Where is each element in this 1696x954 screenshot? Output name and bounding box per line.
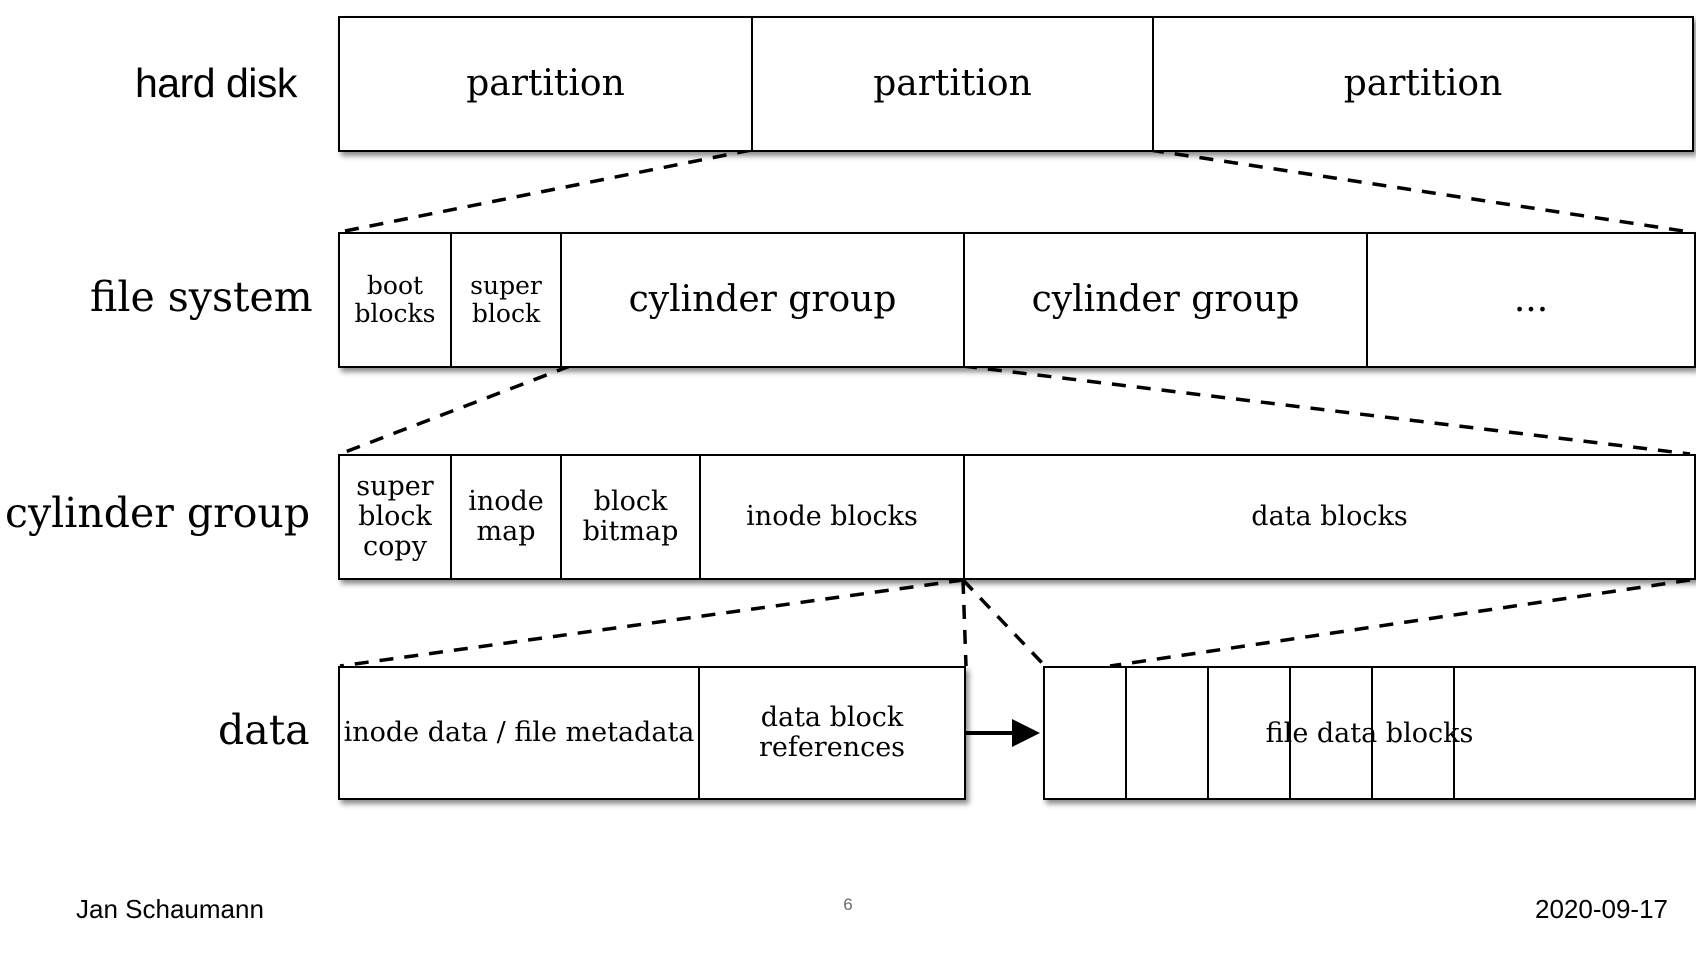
connector-filesystem-right [962,364,1691,456]
file-data-block-slot[interactable] [1373,668,1455,798]
connector-harddisk-left [339,148,752,234]
cell-cylinder-group-1[interactable]: cylinder group [562,234,965,366]
cell-partition-3[interactable]: partition [1154,18,1692,150]
row-label-file-system: file system [90,273,313,321]
cell-label: inode blocks [746,500,918,532]
row-label-hard-disk: hard disk [135,60,297,106]
cell-inode-data-file-metadata[interactable]: inode data / file metadata [340,668,700,798]
file-data-block-slot[interactable] [1209,668,1291,798]
file-data-block-slot[interactable] [1455,668,1694,798]
cell-label: inode data / file metadata [343,716,695,748]
file-data-block-slot[interactable] [1291,668,1373,798]
file-data-block-slot[interactable] [1045,668,1127,798]
cell-data-blocks[interactable]: data blocks [965,456,1694,578]
cell-label: partition [1343,62,1503,104]
connector-filesystem-left [339,364,571,456]
footer-author: Jan Schaumann [76,894,264,924]
cell-label: cylinder group [1031,278,1300,320]
row-label-data: data [218,706,310,754]
cell-label: ... [1513,278,1549,320]
connector-cylinder-mid-b [961,578,1047,668]
band-hard-disk: partition partition partition [338,16,1694,152]
row-label-cylinder-group: cylinder group [5,489,311,537]
cell-label: cylinder group [628,278,897,320]
cell-ellipsis[interactable]: ... [1368,234,1694,366]
band-file-data-blocks [1043,666,1696,800]
cell-partition-2[interactable]: partition [753,18,1154,150]
cell-partition-1[interactable]: partition [340,18,753,150]
connector-harddisk-right [1149,148,1691,234]
connector-cylinder-right [1109,578,1691,668]
connector-cylinder-mid-a [961,579,968,667]
file-data-block-slot[interactable] [1127,668,1209,798]
cell-label: data blocks [1251,500,1408,532]
footer-page-number: 6 [843,895,853,914]
cell-inode-blocks[interactable]: inode blocks [701,456,965,578]
cell-label: partition [466,62,625,104]
footer-date: 2020-09-17 [1535,894,1668,924]
cell-cylinder-group-2[interactable]: cylinder group [965,234,1368,366]
connector-cylinder-left [339,578,964,668]
cell-label: partition [873,62,1032,104]
